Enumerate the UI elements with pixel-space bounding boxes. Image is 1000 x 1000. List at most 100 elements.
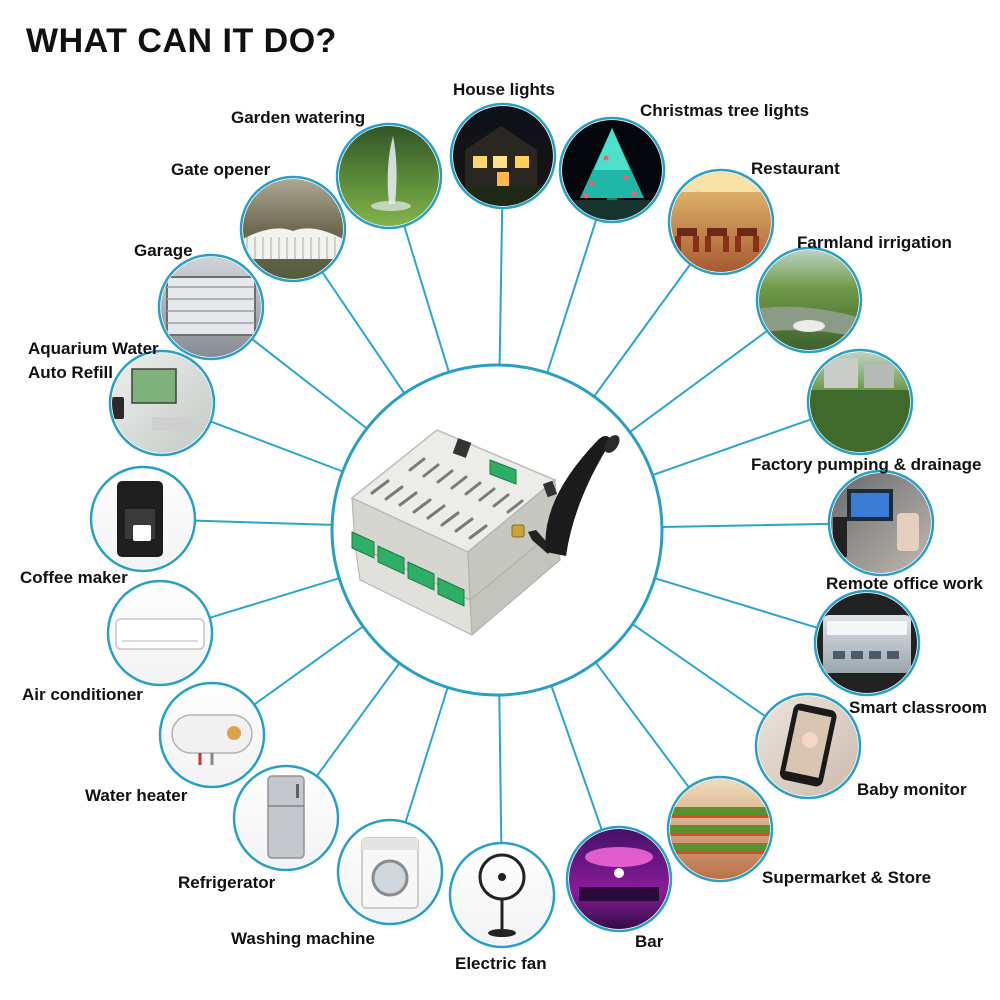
aquarium-water-auto-refill-label-line-2: Auto Refill — [28, 363, 113, 382]
air-conditioner-node — [106, 579, 214, 687]
factory-pumping-drainage-label: Factory pumping & drainage — [751, 453, 981, 477]
refrigerator-node — [232, 764, 340, 872]
spoke-coffee-maker — [194, 519, 333, 526]
electric-fan-label: Electric fan — [455, 952, 547, 976]
air-conditioner-label-line: Air conditioner — [22, 685, 143, 704]
smart-classroom-ring — [813, 589, 921, 697]
spoke-garden-watering — [403, 225, 450, 373]
garage-ring — [157, 253, 265, 361]
bar-label: Bar — [635, 930, 663, 954]
connector-lines — [194, 207, 830, 844]
smart-classroom-icon — [817, 593, 917, 693]
page-title: WHAT CAN IT DO? — [26, 22, 337, 60]
farmland-irrigation-icon — [759, 250, 859, 350]
garden-watering-icon — [339, 126, 439, 226]
bar-ring — [565, 825, 673, 933]
spoke-smart-classroom — [654, 577, 818, 629]
house-lights-label: House lights — [453, 78, 555, 102]
relay-controller-hub — [330, 363, 664, 697]
water-heater-node — [158, 681, 266, 789]
spoke-gate-opener — [321, 271, 406, 394]
factory-pumping-drainage-label-line: Factory pumping & drainage — [751, 455, 982, 474]
spoke-air-conditioner — [209, 577, 340, 619]
spoke-water-heater — [253, 625, 364, 706]
relay-controller-icon — [350, 429, 620, 637]
spoke-electric-fan — [498, 694, 503, 844]
remote-office-work-ring — [827, 469, 935, 577]
gate-opener-icon — [243, 179, 343, 279]
garden-watering-label: Garden watering — [231, 106, 365, 130]
baby-monitor-node — [754, 692, 862, 800]
coffee-maker-icon — [93, 469, 193, 569]
coffee-maker-label: Coffee maker — [20, 566, 128, 590]
water-heater-label: Water heater — [85, 784, 187, 808]
spoke-restaurant — [593, 263, 692, 398]
water-heater-icon — [162, 685, 262, 785]
air-conditioner-icon — [110, 583, 210, 683]
spoke-factory-pumping-drainage — [652, 418, 812, 477]
washing-machine-ring — [336, 818, 444, 926]
restaurant-node — [667, 168, 775, 276]
spoke-washing-machine — [404, 687, 449, 823]
spoke-house-lights — [498, 207, 504, 366]
spoke-christmas-tree-lights — [546, 219, 598, 374]
smart-classroom-node — [813, 589, 921, 697]
electric-fan-node — [448, 841, 556, 949]
gate-opener-ring — [239, 175, 347, 283]
farmland-irrigation-label-line: Farmland irrigation — [797, 233, 952, 252]
electric-fan-label-line: Electric fan — [455, 954, 547, 973]
bar-node — [565, 825, 673, 933]
garage-icon — [161, 257, 261, 357]
remote-office-work-label-line: Remote office work — [826, 574, 983, 593]
house-lights-icon — [453, 106, 553, 206]
farmland-irrigation-label: Farmland irrigation — [797, 231, 952, 255]
aquarium-water-auto-refill-ring — [108, 349, 216, 457]
house-lights-label-line: House lights — [453, 80, 556, 99]
spoke-aquarium-water-auto-refill — [210, 420, 344, 473]
christmas-tree-lights-label: Christmas tree lights — [640, 99, 809, 123]
spoke-refrigerator — [315, 662, 401, 777]
coffee-maker-label-line: Coffee maker — [20, 568, 128, 587]
electric-fan-ring — [448, 841, 556, 949]
spoke-bar — [550, 685, 603, 831]
garden-watering-ring — [335, 122, 443, 230]
garage-label-line: Garage — [134, 241, 193, 260]
supermarket-store-icon — [670, 779, 770, 879]
restaurant-label: Restaurant — [751, 157, 840, 181]
farmland-irrigation-node — [755, 246, 863, 354]
remote-office-work-label: Remote office work — [826, 572, 983, 596]
aquarium-water-auto-refill-icon — [112, 353, 212, 453]
factory-pumping-drainage-icon — [810, 352, 910, 452]
aquarium-water-auto-refill-label-line: Aquarium Water — [28, 339, 159, 358]
coffee-maker-node — [89, 465, 197, 573]
spoke-baby-monitor — [631, 623, 766, 718]
water-heater-label-line: Water heater — [85, 786, 188, 805]
refrigerator-ring — [232, 764, 340, 872]
air-conditioner-label: Air conditioner — [22, 683, 143, 707]
washing-machine-label-line: Washing machine — [231, 929, 375, 948]
coffee-maker-ring — [89, 465, 197, 573]
water-heater-ring — [158, 681, 266, 789]
baby-monitor-label: Baby monitor — [857, 778, 967, 802]
garden-watering-node — [335, 122, 443, 230]
supermarket-store-label-line: Supermarket & Store — [762, 868, 932, 887]
air-conditioner-ring — [106, 579, 214, 687]
remote-office-work-icon — [831, 473, 931, 573]
supermarket-store-node — [666, 775, 774, 883]
spoke-remote-office-work — [661, 522, 830, 528]
gate-opener-label-line: Gate opener — [171, 160, 271, 179]
refrigerator-icon — [236, 768, 336, 868]
garden-watering-label-line: Garden watering — [231, 108, 366, 127]
spoke-farmland-irrigation — [629, 330, 768, 433]
restaurant-ring — [667, 168, 775, 276]
supermarket-store-ring — [666, 775, 774, 883]
smart-classroom-label: Smart classroom — [849, 696, 987, 720]
washing-machine-label: Washing machine — [231, 927, 375, 951]
house-lights-node — [449, 102, 557, 210]
factory-pumping-drainage-node — [806, 348, 914, 456]
gate-opener-node — [239, 175, 347, 283]
refrigerator-label-line: Refrigerator — [178, 873, 276, 892]
